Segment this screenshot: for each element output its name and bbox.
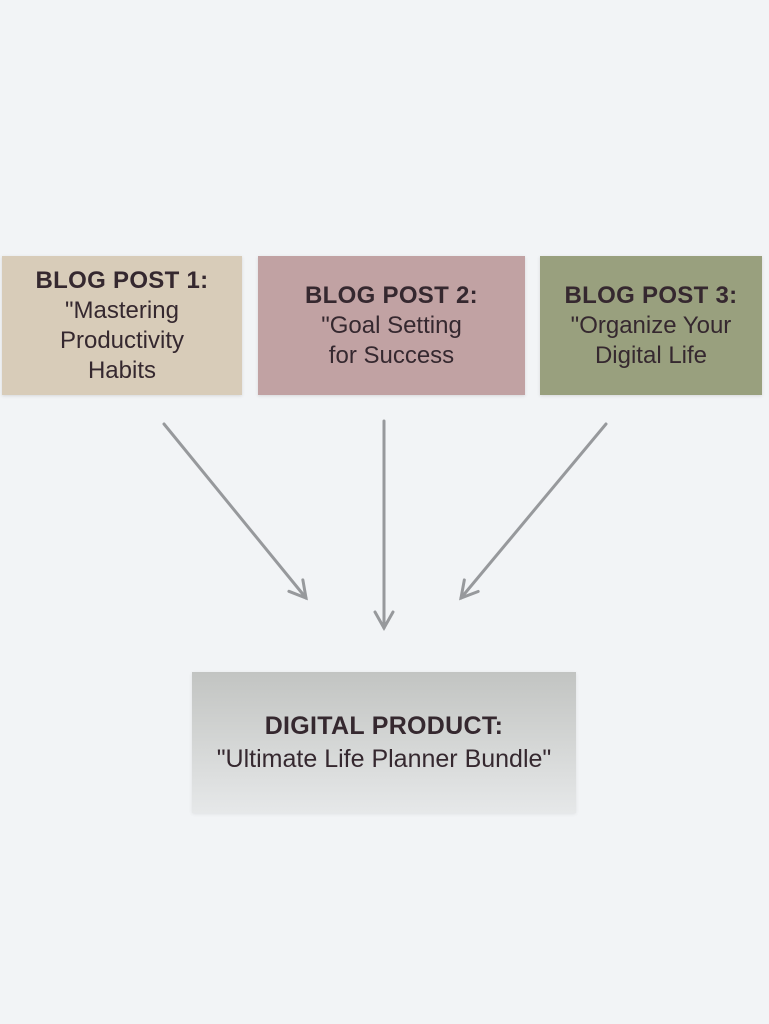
blog-post-3-subtitle: "Organize Your Digital Life [570,311,732,369]
blog-post-3-card: BLOG POST 3: "Organize Your Digital Life [540,256,762,395]
blog-post-2-subtitle: "Goal Setting for Success [321,311,462,369]
digital-product-card: DIGITAL PRODUCT: "Ultimate Life Planner … [192,672,576,813]
blog-post-1-title: BLOG POST 1: [35,266,209,294]
blog-post-1-card: BLOG POST 1: "Mastering Productivity Hab… [2,256,242,395]
digital-product-title: DIGITAL PRODUCT: [264,711,504,740]
arrow-right-icon [459,422,608,601]
blog-post-1-subtitle: "Mastering Productivity Habits [59,296,185,384]
blog-post-2-card: BLOG POST 2: "Goal Setting for Success [258,256,525,395]
digital-product-subtitle: "Ultimate Life Planner Bundle" [216,744,552,773]
arrow-left-icon [162,422,308,601]
blog-post-3-title: BLOG POST 3: [564,281,738,309]
blog-post-2-title: BLOG POST 2: [305,281,478,309]
